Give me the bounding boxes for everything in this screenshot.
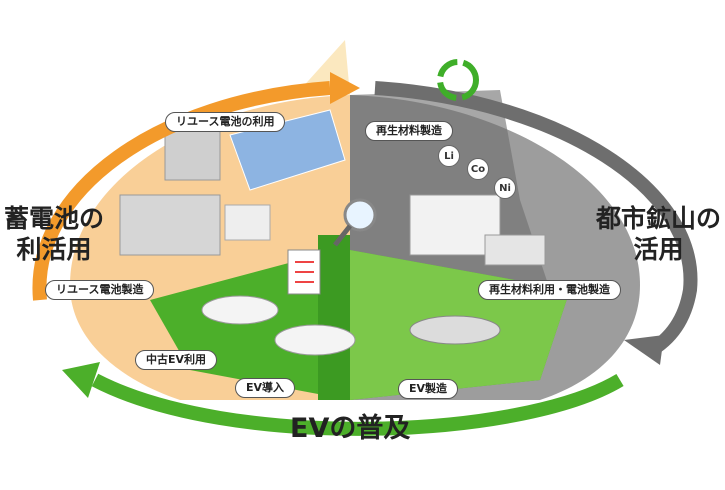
- recycle-icon: [437, 59, 479, 101]
- heading-line: 活用: [633, 235, 684, 264]
- checklist-icon: [287, 249, 321, 295]
- gray-cycle-arrow: [374, 81, 698, 359]
- heading-ev-adoption: EVの普及: [290, 413, 411, 444]
- orange-cycle-arrow: [32, 81, 331, 301]
- label-ev-introduction: EV導入: [235, 378, 296, 398]
- magnifier-icon: [333, 198, 377, 247]
- label-recycled-material-battery-mfg: 再生材料利用・電池製造: [478, 280, 621, 300]
- label-used-ev-use: 中古EV利用: [135, 350, 218, 370]
- heading-line: 蓄電池の: [4, 204, 105, 233]
- label-reuse-battery-use: リユース電池の利用: [165, 112, 286, 132]
- heading-line: 利活用: [16, 235, 92, 264]
- heading-storage-battery-use: 蓄電池の 利活用: [4, 203, 104, 265]
- element-co: Co: [467, 158, 489, 180]
- heading-urban-mine-use: 都市鉱山の 活用: [596, 203, 721, 265]
- label-ev-manufacturing: EV製造: [398, 379, 459, 399]
- element-li: Li: [438, 145, 460, 167]
- label-recycled-material-mfg: 再生材料製造: [365, 121, 453, 141]
- element-ni: Ni: [494, 177, 516, 199]
- label-reuse-battery-mfg: リユース電池製造: [45, 280, 155, 300]
- heading-line: 都市鉱山の: [596, 204, 722, 233]
- green-cycle-arrow: [91, 373, 624, 436]
